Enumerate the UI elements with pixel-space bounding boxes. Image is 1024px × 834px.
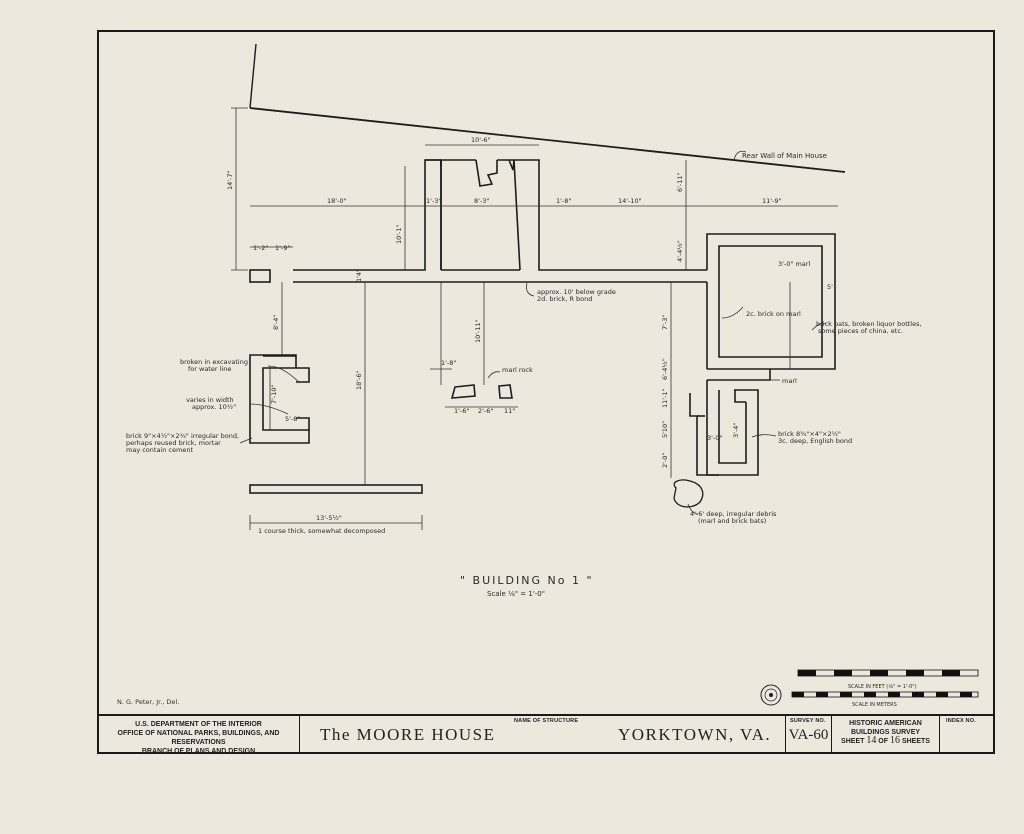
survey-number: VA-60: [788, 727, 829, 743]
dim-right-side-5: 2'-0": [661, 453, 669, 468]
agency-line-2: OFFICE OF NATIONAL PARKS, BUILDINGS, AND…: [117, 730, 280, 746]
dim-right-depth-b: 4'-4½": [676, 240, 684, 262]
note-bond-1: 2d. brick, R bond: [537, 295, 592, 303]
note-brick-irreg-2: perhaps reused brick, mortar: [126, 439, 221, 447]
dim-right-side-3: 11'-1": [661, 388, 669, 408]
dim-left-down: 8'-4": [272, 315, 280, 330]
dim-wall-thick: 1'4": [355, 269, 363, 282]
rear-wall-label: Rear Wall of Main House: [742, 152, 827, 160]
habs-line-2: BUILDINGS SURVEY: [850, 728, 921, 736]
dim-overall-height: 14'-7": [226, 170, 234, 190]
structure-name: The MOORE HOUSE: [320, 725, 496, 744]
habs-line-1: HISTORIC AMERICAN: [849, 720, 922, 727]
leader-lines: [239, 150, 827, 515]
survey-block: SURVEY NO. VA-60: [786, 716, 832, 754]
sheet-word: SHEET: [841, 738, 865, 745]
dim-enclosure-height: 7'-10": [270, 384, 278, 404]
agency-block: U.S. DEPARTMENT OF THE INTERIOR OFFICE O…: [98, 716, 300, 755]
sheet-of: OF: [878, 738, 889, 745]
structure-block: NAME OF STRUCTURE The MOORE HOUSE YORKTO…: [300, 716, 786, 754]
dim-bay-height: 10'-1": [395, 224, 403, 244]
dim-rock-b: 1'-6": [454, 407, 469, 415]
survey-label: SURVEY NO.: [790, 718, 826, 724]
habs-seal-icon: [760, 684, 782, 706]
dim-seg-1: 18'-0": [327, 197, 347, 205]
dim-left-small-b: 1'-9": [275, 244, 290, 252]
dim-top-bay-width: 10'-6": [471, 136, 491, 144]
delineator-credit: N. G. Peter, Jr., Del.: [117, 698, 180, 706]
note-marl: marl: [782, 377, 797, 385]
dim-right-side-1: 7'-3": [661, 315, 669, 330]
dim-seg-2: 1'-3": [426, 197, 441, 205]
note-english-bond-1: brick 8¾"×4"×2½": [778, 430, 841, 438]
note-brick-irreg-1: brick 9"×4½"×2¾" irregular bond,: [126, 432, 239, 440]
dim-right-box-width: 5': [827, 283, 833, 291]
structure-label: NAME OF STRUCTURE: [514, 718, 579, 724]
agency-line-1: U.S. DEPARTMENT OF THE INTERIOR: [135, 721, 262, 728]
drawing-title: " BUILDING No 1 ": [460, 574, 594, 587]
dim-center-down: 10'-11": [474, 319, 482, 343]
habs-block: HISTORIC AMERICAN BUILDINGS SURVEY SHEET…: [832, 716, 940, 754]
dim-long-down: 18'-6": [355, 370, 363, 390]
scale-bar-feet: [797, 669, 979, 677]
note-english-bond-2: 3c. deep, English bond: [778, 437, 852, 445]
dim-rock-d: 11": [504, 407, 515, 415]
note-brick-bats: brick bats, broken liquor bottles,: [816, 320, 922, 328]
dim-right-depth-a: 6'-11": [676, 172, 684, 192]
note-brick-bats-2: some pieces of china, etc.: [818, 327, 903, 335]
dim-seg-4: 1'-8": [556, 197, 571, 205]
dim-seg-5: 14'-10": [618, 197, 642, 205]
dim-rock-a: 1'-8": [441, 359, 456, 367]
sheet-border: [97, 30, 995, 754]
sheet-count: SHEET 14 OF 16 SHEETS: [832, 735, 939, 747]
agency-line-3: BRANCH OF PLANS AND DESIGN: [141, 748, 256, 755]
title-block: U.S. DEPARTMENT OF THE INTERIOR OFFICE O…: [98, 714, 994, 755]
note-debris-1: 4'-6' deep, irregular debris: [690, 510, 777, 518]
scale-bar-meters: [791, 691, 979, 698]
index-label: INDEX NO.: [946, 718, 976, 724]
note-broken-2: for water line: [188, 365, 231, 373]
building-plan: [249, 43, 846, 508]
dim-pit-width: 3'-0": [707, 434, 722, 442]
dim-seg-3: 8'-3": [474, 197, 489, 205]
dim-rock-c: 2'-6": [478, 407, 493, 415]
dim-pit-height: 3'-4": [732, 423, 740, 438]
note-varies-1: varies in width: [186, 396, 234, 404]
dim-bottom-length: 13'-5½": [316, 514, 342, 522]
dim-left-small-a: 1'-2": [253, 244, 268, 252]
drawing-scale: Scale ⅛" = 1'-0": [487, 590, 545, 598]
index-block: INDEX NO.: [940, 716, 994, 754]
dim-enclosure-width: 5'-8": [285, 415, 300, 423]
scale-feet-label: SCALE IN FEET (⅛" = 1'-0"): [848, 684, 917, 690]
note-below-grade: approx. 10' below grade: [537, 288, 616, 296]
note-debris-2: (marl and brick bats): [698, 517, 766, 525]
note-brick-on-marl: 2c. brick on marl: [746, 310, 801, 318]
sheets-word: SHEETS: [901, 738, 930, 745]
note-course-thick: 1 course thick, somewhat decomposed: [258, 527, 385, 535]
note-broken-1: broken in excavating: [180, 358, 248, 366]
note-marl-rock: marl rock: [502, 366, 533, 374]
scale-meters-label: SCALE IN METERS: [852, 702, 897, 708]
dim-right-side-2: 6'-4½": [661, 358, 669, 380]
sheet-total: 16: [889, 735, 900, 746]
dimension-lines: [231, 107, 838, 530]
sheet-number: 14: [866, 735, 877, 746]
dim-seg-6: 11'-9": [762, 197, 782, 205]
dim-marl: 3'-0" marl: [778, 260, 810, 268]
dim-right-side-4: 5'10": [661, 421, 669, 438]
note-brick-irreg-3: may contain cement: [126, 446, 193, 454]
structure-location: YORKTOWN, VA.: [618, 725, 772, 744]
note-varies-2: approx. 10½": [192, 403, 236, 411]
